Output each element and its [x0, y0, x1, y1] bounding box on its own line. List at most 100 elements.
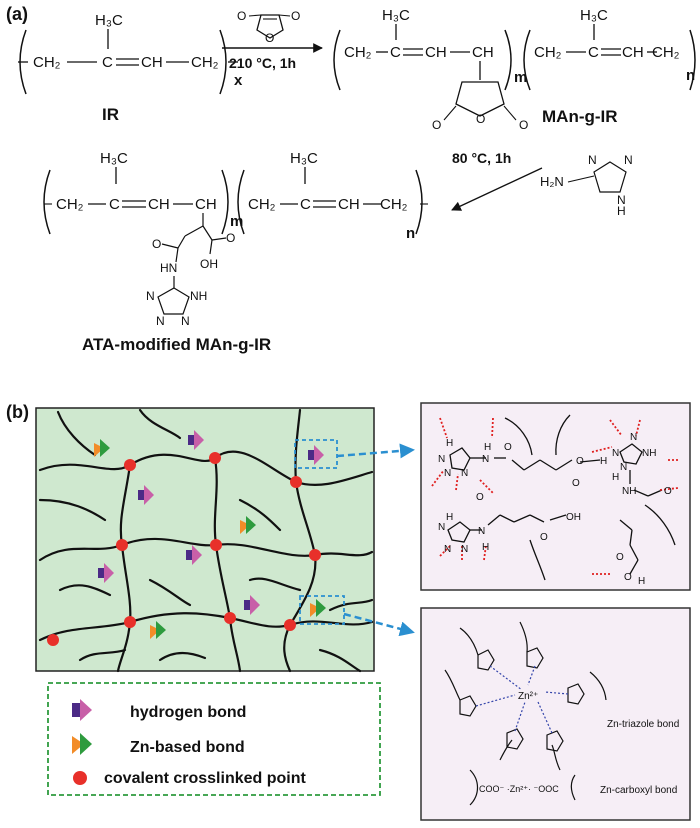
hb-atom: N — [444, 544, 451, 555]
man-ch2-b: CH₂ — [534, 44, 562, 61]
hb-atom: N — [461, 468, 468, 479]
covalent-point — [210, 539, 222, 551]
hb-atom: O — [576, 456, 584, 467]
hb-atom: O — [616, 552, 624, 563]
hydrogen-bond-markers — [98, 430, 324, 615]
covalent-point — [290, 476, 302, 488]
hb-atom: H — [612, 472, 619, 483]
covalent-point — [124, 459, 136, 471]
ata-p-ch2-a: CH₂ — [56, 196, 84, 213]
zn-carboxyl-label: Zn-carboxyl bond — [600, 785, 677, 796]
hb-atom: O — [624, 572, 632, 583]
hb-atom: H — [600, 456, 607, 467]
covalent-point — [309, 549, 321, 561]
zn-marker — [310, 599, 326, 617]
zn-marker — [94, 439, 110, 457]
covalent-crosslink-points — [47, 452, 321, 646]
ata-p-n2: N — [156, 314, 165, 328]
zn-marker — [240, 516, 256, 534]
ir-ch2-right: CH₂ — [191, 54, 219, 71]
man-ch3-2: H₃C — [580, 7, 608, 24]
carboxyl-right-chain — [570, 774, 576, 801]
ata-product-structure: H₃C CH₂ C CH CH O HN O OH N NH N N m H₃C… — [43, 150, 428, 354]
man-ring-o-right: O — [519, 118, 528, 132]
zoom-arrow-hbond — [336, 443, 415, 459]
zn-bond-markers — [94, 439, 326, 639]
hbond-marker — [186, 545, 202, 565]
hb-atom: N — [461, 544, 468, 555]
zoom-zn-background — [420, 607, 691, 821]
maleic-anhydride: O O O — [237, 9, 300, 45]
panel-a-label: (a) — [6, 4, 28, 24]
ir-ch2-left: CH₂ — [33, 54, 61, 71]
ir-c-atom: C — [102, 54, 113, 71]
zoom-arrow-zn — [343, 612, 415, 637]
zoom-hbond-panel: N H N N N H O O H O O N H N N N H O OH N… — [420, 402, 691, 591]
man-ch-b: CH — [472, 44, 494, 61]
man-sub-n: n — [686, 67, 695, 84]
hb-atom: H — [638, 576, 645, 587]
ata-reagent: N N N H H₂N — [540, 153, 633, 218]
network-diagram — [35, 407, 375, 673]
hb-atom: O — [572, 478, 580, 489]
ma-o2: O — [291, 9, 300, 23]
ir-subscript-x: x — [234, 72, 243, 89]
legend: hydrogen bond Zn-based bond covalent cro… — [47, 682, 381, 796]
panel-b-label: (b) — [6, 402, 29, 422]
hb-atom: N — [444, 468, 451, 479]
covalent-point — [116, 539, 128, 551]
ata-p-sub-n: n — [406, 225, 415, 242]
legend-border — [47, 682, 381, 796]
hb-atom: H — [482, 542, 489, 553]
hbond-atom-labels: N H N N N H O O H O O N H N N N H O OH N… — [438, 432, 672, 587]
step2-arrow — [451, 167, 543, 211]
zn-ligands — [444, 621, 607, 771]
zoom-zn-panel: Zn²⁺ Zn-triazole bond COO⁻ ·Zn²⁺· ⁻OOC Z… — [420, 607, 691, 821]
ata-p-ch-a: CH — [148, 196, 170, 213]
hb-atom: N — [620, 462, 627, 473]
hb-atom: NH — [622, 486, 636, 497]
ir-name: IR — [102, 105, 119, 124]
covalent-point — [284, 619, 296, 631]
ir-ch3: H₃C — [95, 12, 123, 29]
zoom-box-zn — [299, 595, 345, 625]
hb-atom: O — [504, 442, 512, 453]
zn-center-label: Zn²⁺ — [518, 691, 538, 702]
ata-p-oh: OH — [200, 257, 218, 271]
legend-hbond-label: hydrogen bond — [130, 704, 246, 721]
step1-reaction: O O O 210 °C, 1h — [222, 9, 323, 71]
man-c-b: C — [588, 44, 599, 61]
covalent-point — [47, 634, 59, 646]
hb-atom: N — [612, 448, 619, 459]
hbond-marker — [138, 485, 154, 505]
legend-zn-label: Zn-based bond — [130, 739, 245, 756]
hbond-marker — [308, 445, 324, 465]
ata-p-ch-c: CH — [338, 196, 360, 213]
man-g-ir-structure: H₃C CH₂ C CH CH O O O m H₃C CH₂ C CH CH₂ — [333, 7, 696, 132]
ata-p-c-a: C — [109, 196, 120, 213]
step2-condition: 80 °C, 1h — [452, 150, 511, 166]
man-g-ir-name: MAn-g-IR — [542, 107, 618, 126]
hb-atom: H — [446, 438, 453, 449]
hb-atom: N — [478, 526, 485, 537]
man-ch-c: CH — [622, 44, 644, 61]
man-ring-o-center: O — [476, 112, 485, 126]
ir-right-paren — [219, 29, 227, 95]
hb-atom: OH — [566, 512, 581, 523]
hbond-molecular-lines — [447, 414, 676, 581]
zn-coordination-lines — [475, 665, 569, 734]
hb-atom: N — [438, 454, 445, 465]
legend-covalent-label: covalent crosslinked point — [104, 770, 307, 787]
carboxyl-left-chain — [469, 769, 479, 806]
ata-p-n1: N — [146, 289, 155, 303]
zn-carboxyl-formula: COO⁻ ·Zn²⁺· ⁻OOC — [479, 784, 559, 794]
hb-atom: N — [438, 522, 445, 533]
hb-atom: N — [630, 432, 637, 443]
ata-p-o2: O — [226, 231, 235, 245]
man-ch2-a: CH₂ — [344, 44, 372, 61]
ata-h2n: H₂N — [540, 174, 564, 189]
man-sub-m: m — [514, 69, 527, 86]
ir-ch: CH — [141, 54, 163, 71]
zoom-hbond-background — [420, 402, 691, 591]
